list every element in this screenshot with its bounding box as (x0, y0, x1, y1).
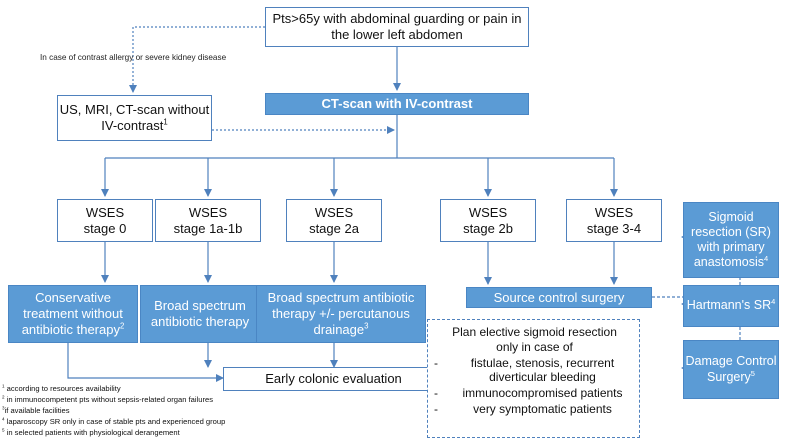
broad-spectrum-box: Broad spectrum antibiotic therapy (140, 285, 260, 343)
elective-resection-box: Plan elective sigmoid resection only in … (427, 319, 640, 438)
broad-spectrum-label: Broad spectrum antibiotic therapy (150, 298, 250, 329)
elective-item: -fistulae, stenosis, recurrent diverticu… (434, 356, 615, 385)
elective-item: -immunocompromised patients (434, 385, 623, 400)
stage-0-line2: stage 0 (83, 220, 127, 236)
stage-2a-line2: stage 2a (309, 220, 359, 236)
sigmoid-resection-box: Sigmoid resection (SR) with primary anas… (683, 202, 779, 278)
ct-box: CT-scan with IV-contrast (265, 93, 529, 115)
stage-1-line2: stage 1a-1b (173, 220, 243, 236)
elective-item: -very symptomatic patients (434, 402, 612, 417)
ct-label: CT-scan with IV-contrast (321, 96, 473, 112)
early-eval-box: Early colonic evaluation (223, 367, 444, 391)
footnote-2: 2 in immunocompetent pts without sepsis-… (2, 394, 214, 404)
sigmoid-label: Sigmoid resection (SR) with primary anas… (691, 209, 771, 270)
stage-1-box: WSES stage 1a-1b (155, 199, 261, 242)
footnote-5: 5 in selected patients with physiologica… (2, 427, 180, 437)
conservative-treatment-box: Conservative treatment without antibioti… (8, 285, 138, 343)
damage-label: Damage Control Surgery5 (685, 354, 777, 384)
stage-2a-box: WSES stage 2a (286, 199, 382, 242)
arrow-conservative-eval (67, 343, 224, 382)
stage-2b-box: WSES stage 2b (440, 199, 536, 242)
early-eval-label: Early colonic evaluation (265, 371, 402, 387)
hartmann-box: Hartmann's SR4 (683, 285, 779, 327)
stage-0-box: WSES stage 0 (57, 199, 153, 242)
stage-34-box: WSES stage 3-4 (566, 199, 662, 242)
contrast-note: In case of contrast allergy or severe ki… (40, 53, 227, 62)
stage-1-line1: WSES (188, 204, 228, 220)
elective-title: Plan elective sigmoid resection only in … (452, 325, 617, 354)
start-box: Pts>65y with abdominal guarding or pain … (265, 7, 529, 47)
conservative-label: Conservative treatment without antibioti… (21, 290, 125, 337)
stage-34-line1: WSES (594, 204, 634, 220)
stage-0-line1: WSES (85, 204, 125, 220)
alt-imaging-box: US, MRI, CT-scan without IV-contrast1 (57, 95, 212, 141)
arrow-start-to-alt (129, 26, 265, 93)
damage-control-box: Damage Control Surgery5 (683, 340, 779, 399)
stage-34-line2: stage 3-4 (586, 220, 642, 236)
start-label: Pts>65y with abdominal guarding or pain … (272, 11, 522, 42)
broad-drainage-label: Broad spectrum antibiotic therapy +/- pe… (267, 290, 415, 337)
source-control-label: Source control surgery (493, 289, 625, 305)
source-control-box: Source control surgery (466, 287, 652, 308)
footnote-1: 1 according to resources availability (2, 383, 121, 393)
alt-imaging-label: US, MRI, CT-scan without IV-contrast1 (59, 102, 210, 133)
footnote-3: 3if available facilities (2, 405, 70, 415)
hartmann-label: Hartmann's SR4 (686, 297, 776, 313)
broad-drainage-box: Broad spectrum antibiotic therapy +/- pe… (256, 285, 426, 343)
stage-2b-line2: stage 2b (463, 220, 513, 236)
stage-2b-line1: WSES (468, 204, 508, 220)
stage-2a-line1: WSES (314, 204, 354, 220)
footnote-4: 4 laparoscopy SR only in case of stable … (2, 416, 226, 426)
